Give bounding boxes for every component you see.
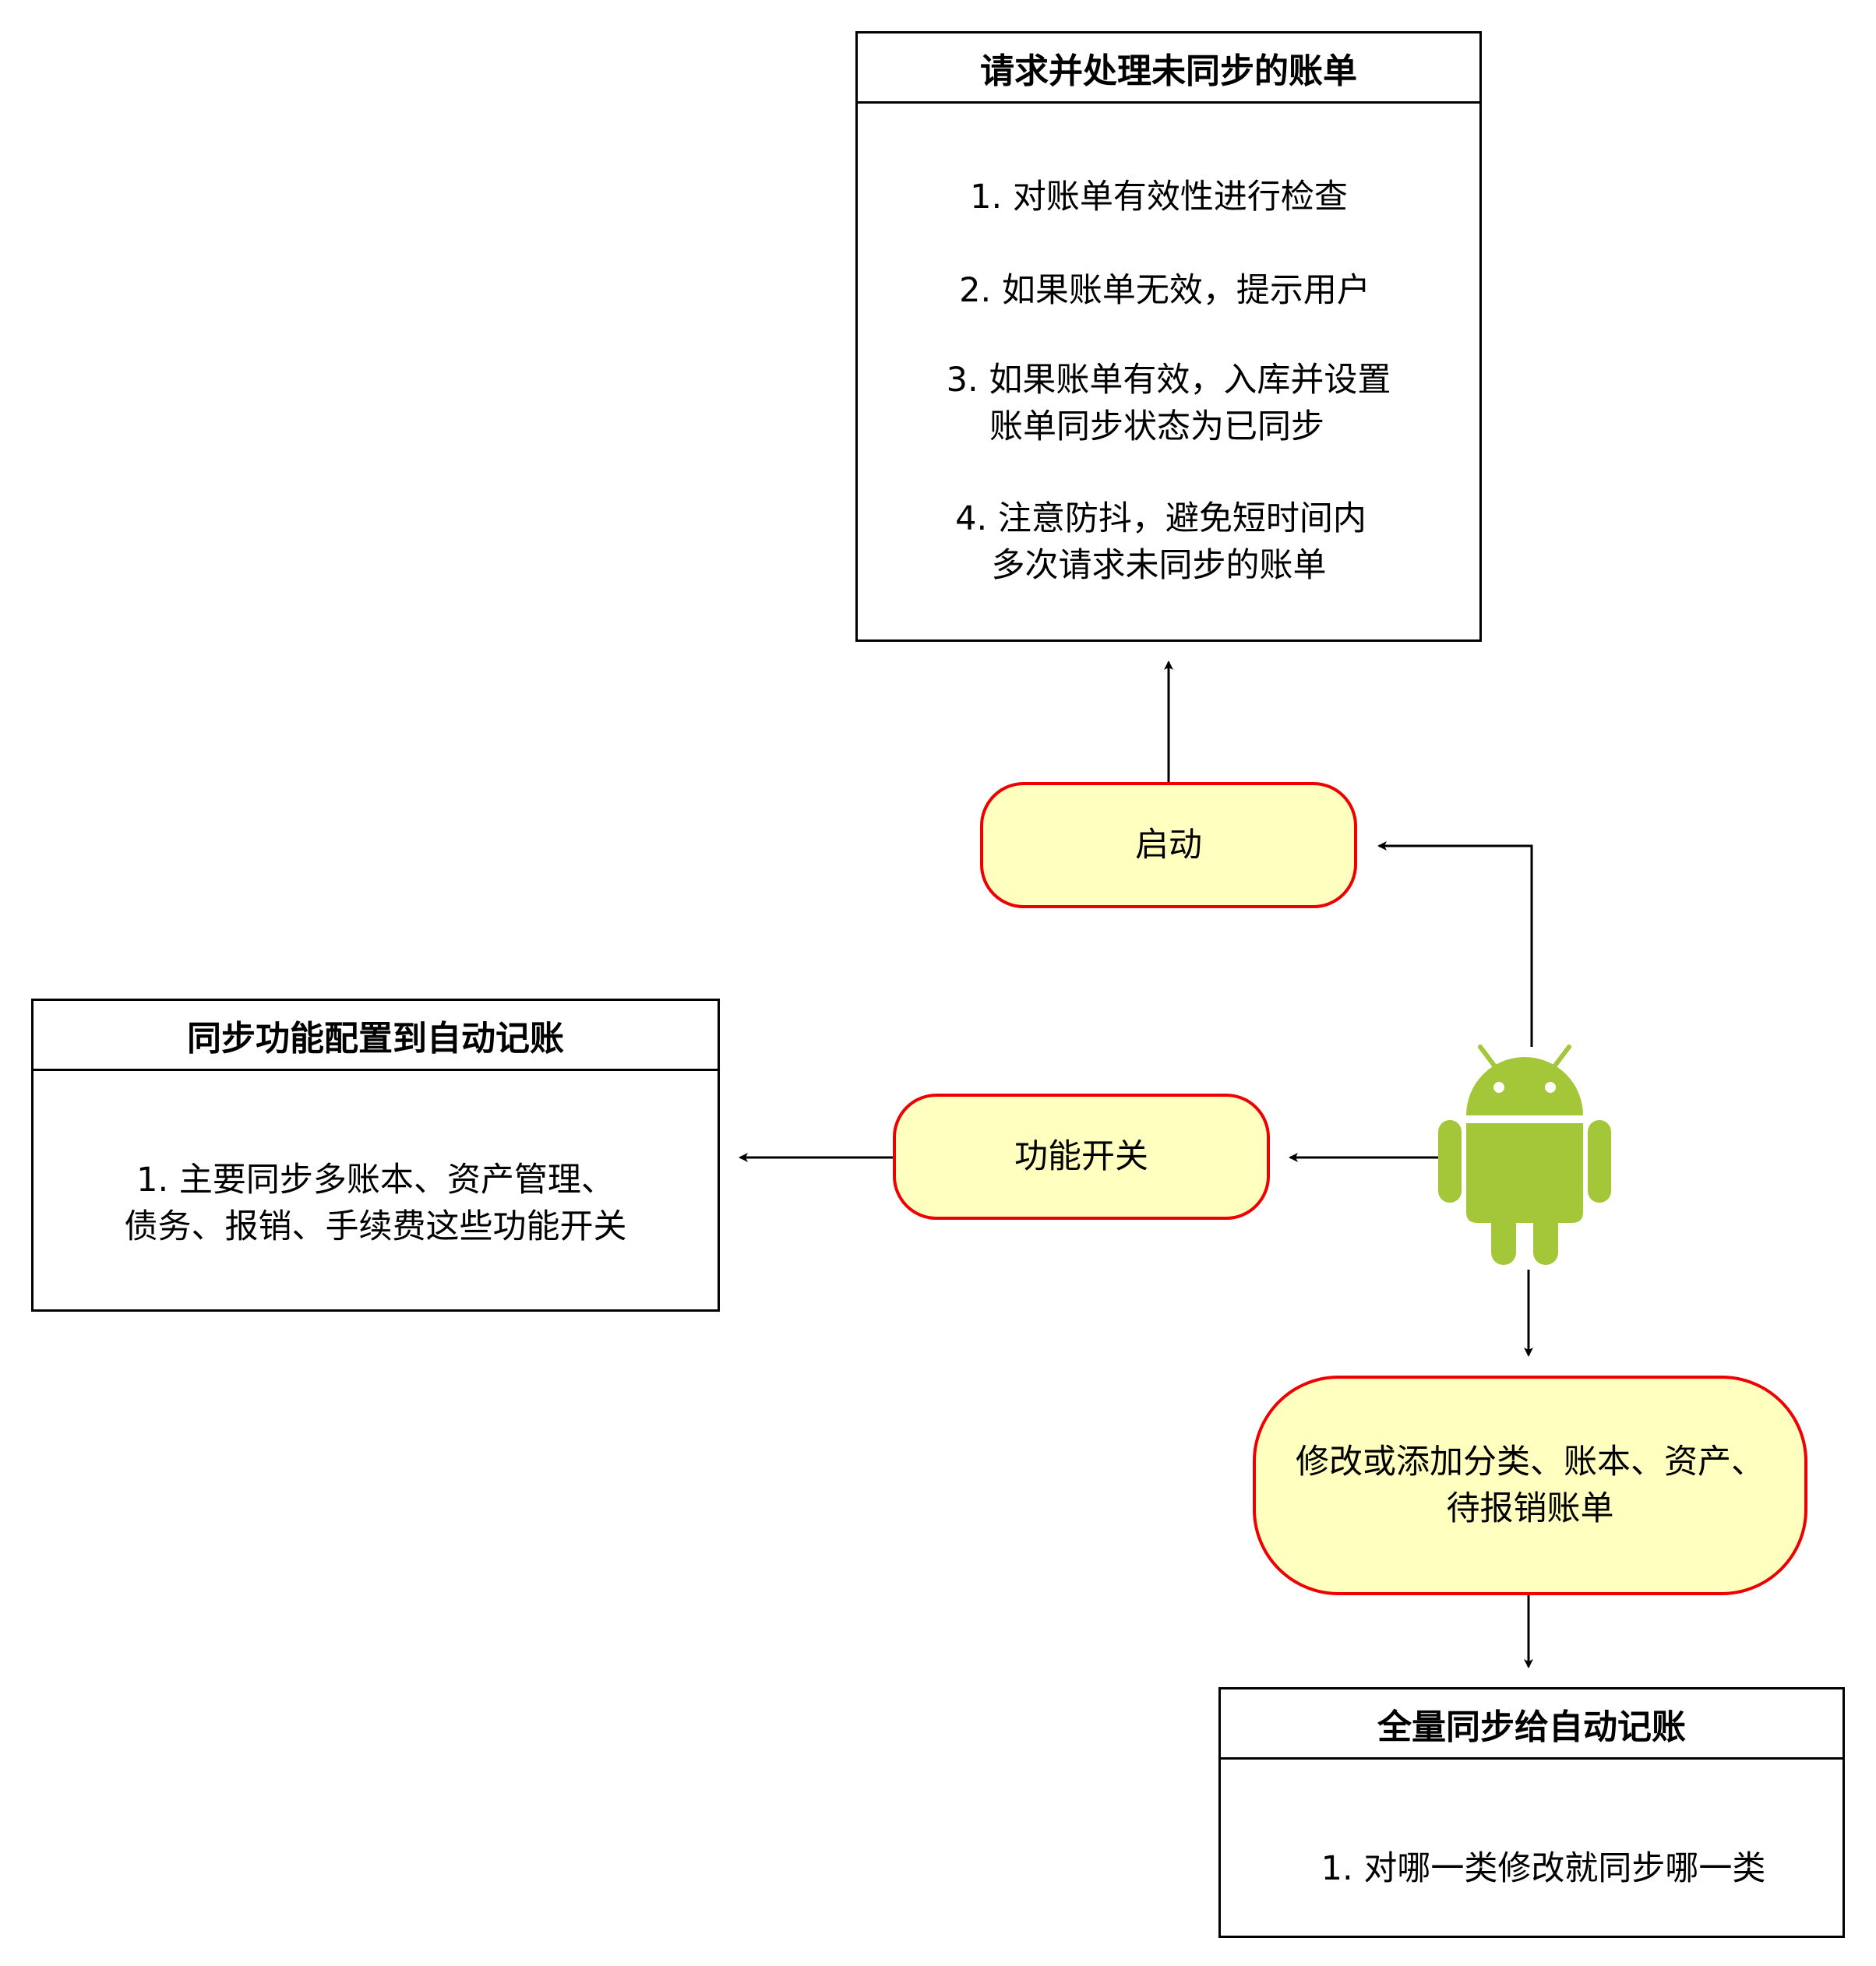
feature-config-item-1b: 债务、报销、手续费这些功能开关 (124, 1207, 627, 1246)
sync-unsynced-title: 请求并处理未同步的账单 (858, 33, 1479, 104)
feature-switch-label: 功能开关 (1014, 1137, 1148, 1176)
modify-label-line2: 待报销账单 (1446, 1489, 1614, 1528)
sync-unsynced-item-3a: 3. 如果账单有效，入库并设置 (946, 361, 1391, 400)
startup-label: 启动 (1135, 826, 1202, 865)
feature-config-box: 同步功能配置到自动记账 1. 主要同步多账本、资产管理、 债务、报销、手续费这些… (31, 999, 720, 1312)
full-sync-title: 全量同步给自动记账 (1221, 1689, 1843, 1760)
sync-unsynced-body: 1. 对账单有效性进行检查 2. 如果账单无效，提示用户 3. 如果账单有效，入… (858, 104, 1479, 639)
sync-unsynced-item-4a: 4. 注意防抖，避免短时间内 (955, 499, 1366, 538)
sync-unsynced-item-2: 2. 如果账单无效，提示用户 (959, 271, 1370, 310)
sync-unsynced-item-3b: 账单同步状态为已同步 (989, 407, 1324, 446)
startup-event: 启动 (980, 782, 1357, 908)
feature-config-body: 1. 主要同步多账本、资产管理、 债务、报销、手续费这些功能开关 (34, 1071, 718, 1309)
modify-event: 修改或添加分类、账本、资产、 待报销账单 (1253, 1376, 1807, 1595)
feature-switch-event: 功能开关 (893, 1094, 1270, 1220)
full-sync-item-1: 1. 对哪一类修改就同步哪一类 (1321, 1849, 1766, 1888)
sync-unsynced-box: 请求并处理未同步的账单 1. 对账单有效性进行检查 2. 如果账单无效，提示用户… (855, 31, 1482, 642)
full-sync-box: 全量同步给自动记账 1. 对哪一类修改就同步哪一类 (1218, 1687, 1845, 1938)
arrow-android-to-startup (1377, 841, 1533, 1047)
feature-config-title: 同步功能配置到自动记账 (34, 1001, 718, 1071)
android-robot-icon (1438, 1045, 1611, 1265)
full-sync-body: 1. 对哪一类修改就同步哪一类 (1221, 1760, 1843, 1936)
modify-label-line1: 修改或添加分类、账本、资产、 (1296, 1443, 1765, 1482)
sync-unsynced-item-4b: 多次请求未同步的账单 (991, 546, 1327, 585)
sync-unsynced-item-1: 1. 对账单有效性进行检查 (970, 178, 1348, 217)
feature-config-item-1a: 1. 主要同步多账本、资产管理、 (136, 1161, 615, 1200)
